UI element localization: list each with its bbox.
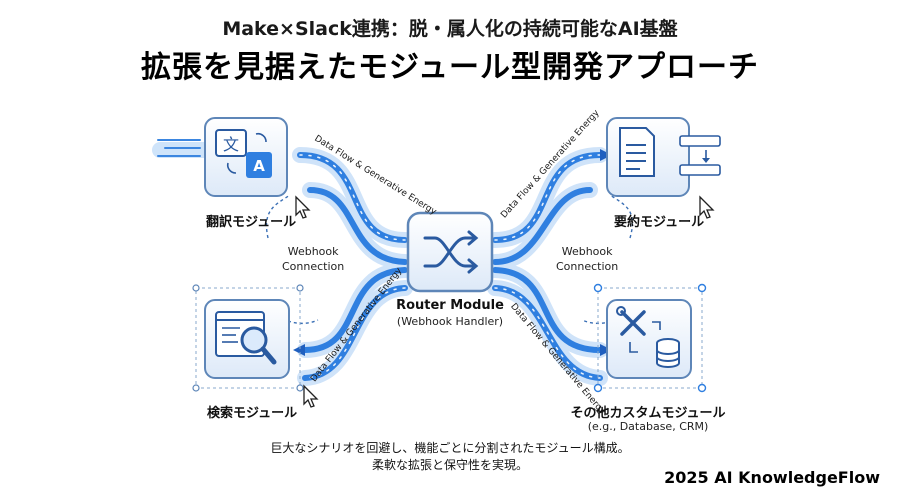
webhook-connection-left: Webhook Connection <box>282 244 344 274</box>
webhook-left-line2: Connection <box>282 260 345 273</box>
page-title: 拡張を見据えたモジュール型開発アプローチ <box>141 50 759 85</box>
summary-list-icon <box>679 135 721 176</box>
cursor-icon <box>295 195 311 219</box>
magnifier-icon <box>215 311 277 365</box>
webhook-right-line2: Connection <box>556 260 619 273</box>
flow-paths <box>152 139 612 386</box>
router-module-card[interactable] <box>406 211 494 293</box>
webhook-left-line1: Webhook <box>287 245 339 258</box>
document-icon <box>619 127 655 177</box>
cursor-icon <box>699 195 715 219</box>
shuffle-icon <box>423 230 479 274</box>
database-icon <box>656 338 680 368</box>
translate-module-card[interactable]: 文 A <box>204 117 311 219</box>
custom-module-examples: (e.g., Database, CRM) <box>587 420 709 433</box>
description: 巨大なシナリオを回避し、機能ごとに分割されたモジュール構成。 柔軟な拡張と保守性… <box>0 440 900 474</box>
translate-module-label: 翻訳モジュール <box>206 215 297 230</box>
cursor-icon <box>303 384 319 408</box>
tools-icon <box>616 306 646 336</box>
description-line2: 柔軟な拡張と保守性を実現。 <box>371 458 528 472</box>
svg-text:A: A <box>253 157 265 175</box>
webhook-connection-right: Webhook Connection <box>556 244 618 274</box>
search-module-label: 検索モジュール <box>207 406 298 421</box>
custom-module-card[interactable] <box>593 283 707 393</box>
custom-module-label: その他カスタムモジュール <box>570 406 726 421</box>
translate-icon: 文 A <box>215 129 272 178</box>
description-line1: 巨大なシナリオを回避し、機能ごとに分割されたモジュール構成。 <box>270 441 630 455</box>
sync-arrows-icon <box>629 321 661 353</box>
summary-module-label: 要約モジュール <box>614 215 705 230</box>
page-subtitle: Make×Slack連携：脱・属人化の持続可能なAI基盤 <box>222 18 678 40</box>
webhook-right-line1: Webhook <box>561 245 613 258</box>
summary-module-card[interactable] <box>606 117 721 219</box>
router-module-title: Router Module <box>396 298 504 313</box>
svg-text:文: 文 <box>223 135 239 154</box>
router-module-subtitle: (Webhook Handler) <box>396 315 504 328</box>
footer-credit: 2025 AI KnowledgeFlow <box>664 468 880 487</box>
search-module-card[interactable] <box>192 284 319 408</box>
